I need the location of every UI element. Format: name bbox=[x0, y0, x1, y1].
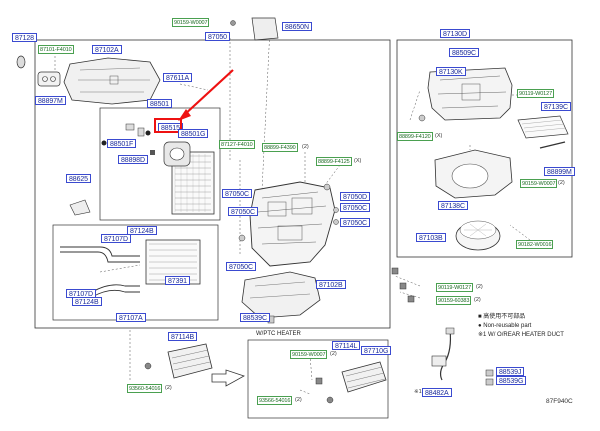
part-label-88501g[interactable]: 88501G bbox=[178, 129, 209, 138]
heater-core-subframe bbox=[99, 107, 221, 221]
part-label-90119-w0127-b[interactable]: 90119-W0127 bbox=[436, 283, 474, 292]
part-label-90159-w0007-c[interactable]: 90159-W0007 bbox=[290, 350, 328, 359]
part-label-90159-w0007-b[interactable]: 90159-W0007 bbox=[520, 179, 558, 188]
part-label-88539g[interactable]: 88539G bbox=[496, 376, 527, 385]
part-label-87139c[interactable]: 87139C bbox=[541, 102, 571, 111]
blower-motor-part bbox=[455, 220, 501, 251]
clip-parts bbox=[101, 123, 155, 155]
part-label-93560-54016[interactable]: 93560-54016 bbox=[127, 384, 163, 393]
part-label-93566-54016[interactable]: 93566-54016 bbox=[257, 396, 293, 405]
part-label-87050d[interactable]: 87050D bbox=[340, 192, 370, 201]
qty-93560-54016: (2) bbox=[165, 385, 172, 391]
qty-88899-f4120: (X) bbox=[435, 133, 443, 139]
ptc-heater-part bbox=[315, 361, 387, 404]
legend-rear-heater-duct: ※1 W/ O/REAR HEATER DUCT bbox=[478, 332, 564, 338]
part-label-87124b-b[interactable]: 87124B bbox=[72, 297, 102, 306]
part-label-88501f[interactable]: 88501F bbox=[107, 139, 137, 148]
duct-lower-part bbox=[241, 271, 321, 319]
part-label-87114b[interactable]: 87114B bbox=[168, 332, 198, 341]
qty-88899-f4125: (X) bbox=[354, 158, 362, 164]
part-label-87130k[interactable]: 87130K bbox=[436, 67, 466, 76]
part-label-87107a[interactable]: 87107A bbox=[116, 313, 146, 322]
qty-90159-60383: (2) bbox=[474, 297, 481, 303]
part-label-87127-f4010[interactable]: 87127-F4010 bbox=[219, 140, 255, 149]
legend-reuse-jp: ■ 高使用不可部品 bbox=[478, 314, 526, 320]
vent-left-part bbox=[144, 343, 213, 379]
air-filter-part bbox=[517, 115, 569, 139]
ptc-heater-frame bbox=[247, 339, 389, 419]
part-label-87050c-e[interactable]: 87050C bbox=[226, 262, 256, 271]
part-label-88625[interactable]: 88625 bbox=[66, 174, 91, 183]
part-label-88482a[interactable]: 88482A bbox=[422, 388, 452, 397]
bracket-small-part bbox=[69, 199, 91, 216]
part-highlight-box bbox=[154, 118, 182, 133]
part-label-87102a[interactable]: 87102A bbox=[92, 45, 122, 54]
part-label-87050c-a[interactable]: 87050C bbox=[222, 189, 252, 198]
blower-case-lower bbox=[434, 149, 513, 199]
part-label-90159-w0007-top[interactable]: 90159-W0007 bbox=[172, 18, 210, 27]
pad-part bbox=[37, 71, 61, 87]
part-label-87114l[interactable]: 87114L bbox=[332, 341, 361, 350]
part-label-87128[interactable]: 87128 bbox=[12, 33, 37, 42]
qty-88899-f4390: (2) bbox=[302, 144, 309, 150]
part-label-88899m[interactable]: 88899M bbox=[544, 167, 575, 176]
ptc-heater-caption: W/PTC HEATER bbox=[256, 331, 301, 337]
blower-case-upper bbox=[418, 67, 513, 122]
part-label-87107d-a[interactable]: 87107D bbox=[101, 234, 131, 243]
qty-90159-w0007-b: (2) bbox=[558, 180, 565, 186]
part-label-87138c[interactable]: 87138C bbox=[438, 201, 468, 210]
part-label-87391[interactable]: 87391 bbox=[165, 276, 190, 285]
part-label-87102b[interactable]: 87102B bbox=[316, 280, 346, 289]
part-label-88509c[interactable]: 88509C bbox=[449, 48, 479, 57]
bracket-top-part bbox=[230, 17, 279, 41]
part-label-88897m[interactable]: 88897M bbox=[35, 96, 66, 105]
part-label-87101-f4010[interactable]: 87101-F4010 bbox=[38, 45, 74, 54]
part-label-87050c-b[interactable]: 87050C bbox=[340, 203, 370, 212]
blower-assembly-frame bbox=[396, 39, 573, 258]
part-label-88899-f4390[interactable]: 88899-F4390 bbox=[262, 143, 298, 152]
part-label-88899-f4125[interactable]: 88899-F4125 bbox=[316, 157, 352, 166]
part-label-88501[interactable]: 88501 bbox=[147, 99, 172, 108]
marker-note-1: ※1 bbox=[414, 389, 422, 395]
part-label-90159-60383[interactable]: 90159-60383 bbox=[436, 296, 472, 305]
qty-90159-w0007-c: (2) bbox=[330, 351, 337, 357]
part-label-87124b-a[interactable]: 87124B bbox=[127, 226, 157, 235]
part-label-88899-f4120[interactable]: 88899-F4120 bbox=[397, 132, 433, 141]
part-label-87130d[interactable]: 87130D bbox=[440, 29, 470, 38]
duct-upper-part bbox=[63, 57, 161, 105]
direction-arrow bbox=[211, 369, 245, 387]
part-label-88898d[interactable]: 88898D bbox=[118, 155, 148, 164]
legend-non-reusable: ● Non-reusable part bbox=[478, 323, 532, 329]
part-label-87710g[interactable]: 87710G bbox=[361, 346, 392, 355]
diagram-code: 87F940C bbox=[546, 398, 573, 405]
part-label-88539c[interactable]: 88539C bbox=[240, 313, 270, 322]
qty-93566-54016: (2) bbox=[295, 397, 302, 403]
part-label-90182-w0016[interactable]: 90182-W0016 bbox=[516, 240, 554, 249]
part-label-87103b[interactable]: 87103B bbox=[416, 233, 446, 242]
part-label-87050c-d[interactable]: 87050C bbox=[340, 218, 370, 227]
bolt-parts bbox=[391, 267, 415, 303]
part-label-87050[interactable]: 87050 bbox=[205, 32, 230, 41]
part-label-87050c-c[interactable]: 87050C bbox=[228, 207, 258, 216]
part-label-88539j[interactable]: 88539J bbox=[496, 367, 525, 376]
drain-hose-part bbox=[431, 327, 494, 386]
heater-unit-case bbox=[238, 181, 339, 267]
part-label-87611a[interactable]: 87611A bbox=[163, 73, 193, 82]
qty-90119-w0127-b: (2) bbox=[476, 284, 483, 290]
part-label-90119-w0127-a[interactable]: 90119-W0127 bbox=[517, 89, 555, 98]
seal-strip-part bbox=[539, 141, 566, 149]
seal-part bbox=[163, 141, 191, 167]
part-label-88650n[interactable]: 88650N bbox=[282, 22, 312, 31]
grommet-part bbox=[16, 55, 26, 69]
